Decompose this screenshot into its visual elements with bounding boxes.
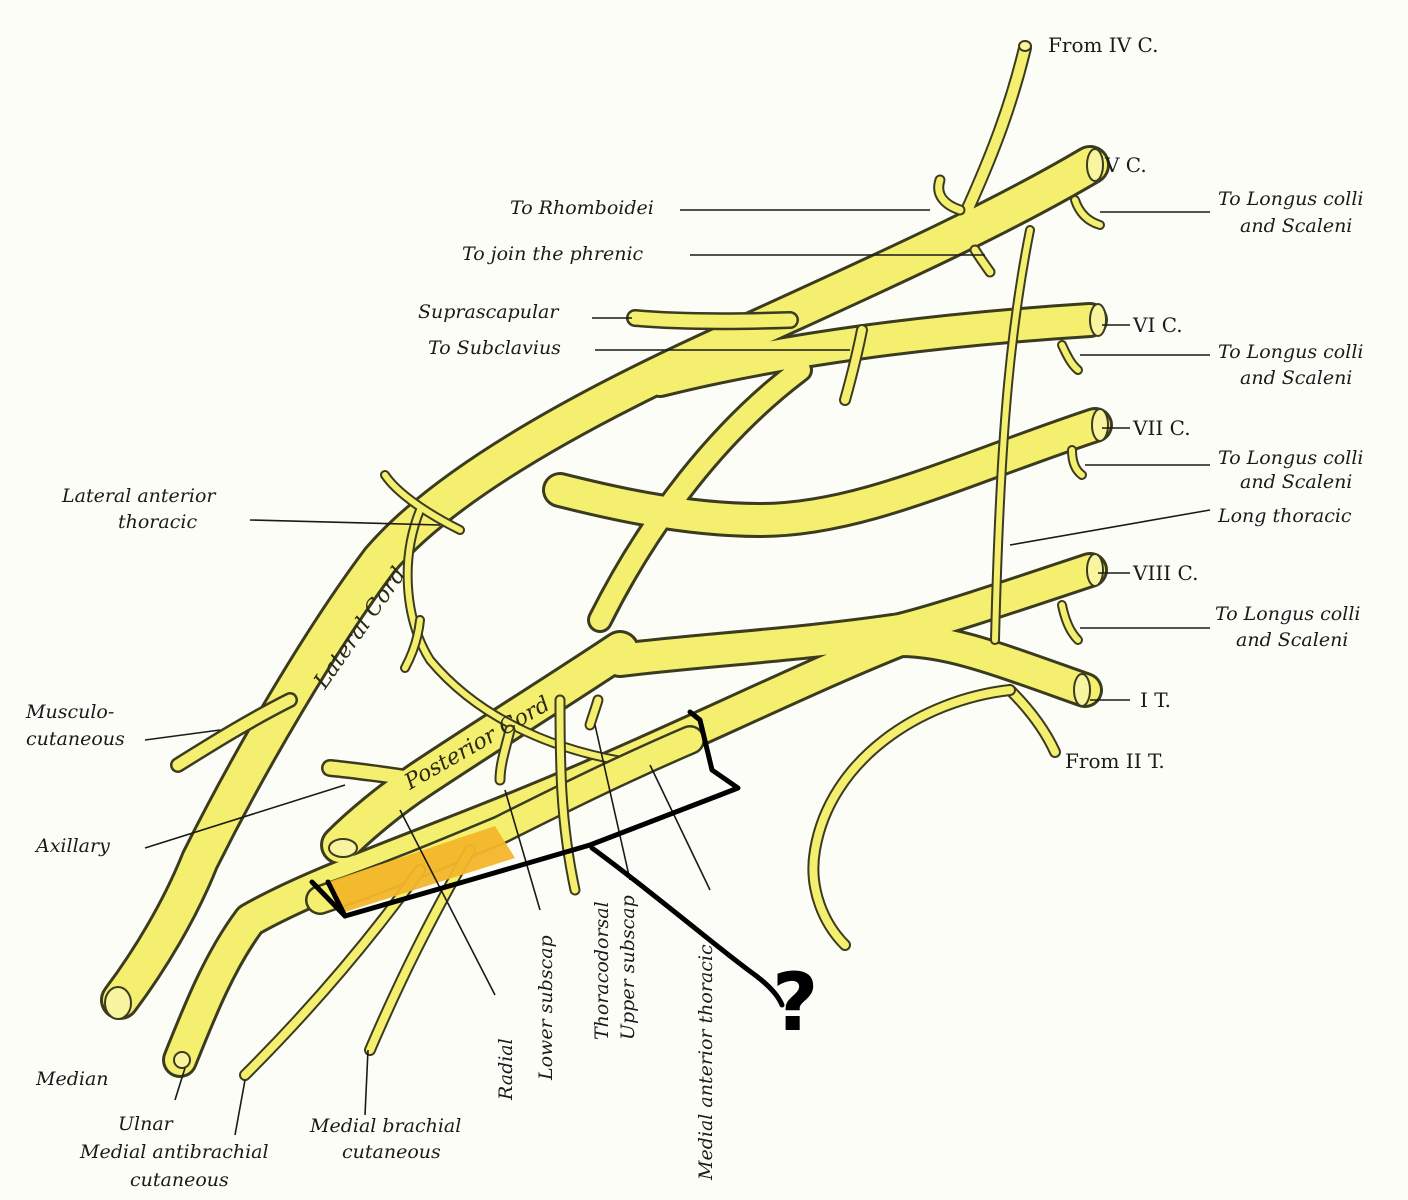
- label-longus-4b: and Scaleni: [1236, 629, 1348, 651]
- lateral-cord-median: [103, 148, 1107, 1017]
- label-musculocutaneous-2: cutaneous: [26, 728, 125, 750]
- label-longus-2b: and Scaleni: [1240, 367, 1352, 389]
- labels: From IV C. V C. VI C. VII C. VIII C. I T…: [25, 33, 1363, 1191]
- label-to-rhomboidei: To Rhomboidei: [510, 197, 654, 219]
- leader-lines: [144, 209, 1211, 1136]
- label-medial-antibrachial-1: Medial antibrachial: [79, 1141, 269, 1163]
- label-radial: Radial: [495, 1038, 517, 1101]
- label-vii-c: VII C.: [1132, 416, 1191, 440]
- label-v-c: V C.: [1104, 153, 1147, 177]
- root-vii-c: [545, 410, 1110, 535]
- label-i-t: I T.: [1140, 688, 1171, 712]
- posterior-cord: [323, 633, 637, 862]
- label-vi-c: VI C.: [1132, 313, 1183, 337]
- label-medial-brachial-1: Medial brachial: [309, 1115, 461, 1137]
- label-medial-brachial-2: cutaneous: [342, 1141, 441, 1163]
- posterior-division: [590, 360, 810, 630]
- question-mark: ?: [772, 956, 818, 1049]
- label-lateral-anterior-thoracic-2: thoracic: [118, 511, 197, 533]
- label-longus-1a: To Longus colli: [1218, 188, 1363, 210]
- label-medial-anterior-thoracic: Medial anterior thoracic: [695, 944, 717, 1181]
- label-longus-3a: To Longus colli: [1218, 447, 1363, 469]
- label-to-subclavius: To Subclavius: [428, 337, 561, 359]
- label-upper-subscap: Upper subscap: [617, 895, 639, 1040]
- root-iv-c: [960, 43, 1030, 220]
- label-longus-1b: and Scaleni: [1240, 215, 1352, 237]
- label-lateral-anterior-thoracic-1: Lateral anterior: [61, 485, 217, 507]
- label-thoracodorsal: Thoracodorsal: [591, 901, 613, 1040]
- highlighted-segment: [328, 826, 515, 912]
- label-median: Median: [35, 1068, 109, 1090]
- hand-annotation: [309, 709, 785, 1008]
- cut-ends: [104, 40, 1109, 1069]
- label-musculocutaneous-1: Musculo-: [25, 701, 114, 723]
- label-axillary: Axillary: [34, 835, 110, 857]
- label-ulnar: Ulnar: [118, 1113, 175, 1135]
- label-suprascapular: Suprascapular: [418, 301, 560, 323]
- label-longus-4a: To Longus colli: [1215, 603, 1360, 625]
- axillary-nerve: [323, 761, 427, 787]
- label-long-thoracic: Long thoracic: [1217, 505, 1352, 527]
- small-branches: [170, 174, 1105, 1081]
- label-to-join-phrenic: To join the phrenic: [462, 243, 644, 265]
- label-from-iv-c: From IV C.: [1048, 33, 1158, 57]
- label-longus-2a: To Longus colli: [1218, 341, 1363, 363]
- label-viii-c: VIII C.: [1132, 561, 1198, 585]
- label-lower-subscap: Lower subscap: [535, 935, 557, 1081]
- label-longus-3b: and Scaleni: [1240, 471, 1352, 493]
- label-from-ii-t: From II T.: [1065, 749, 1165, 773]
- label-medial-antibrachial-2: cutaneous: [130, 1169, 229, 1191]
